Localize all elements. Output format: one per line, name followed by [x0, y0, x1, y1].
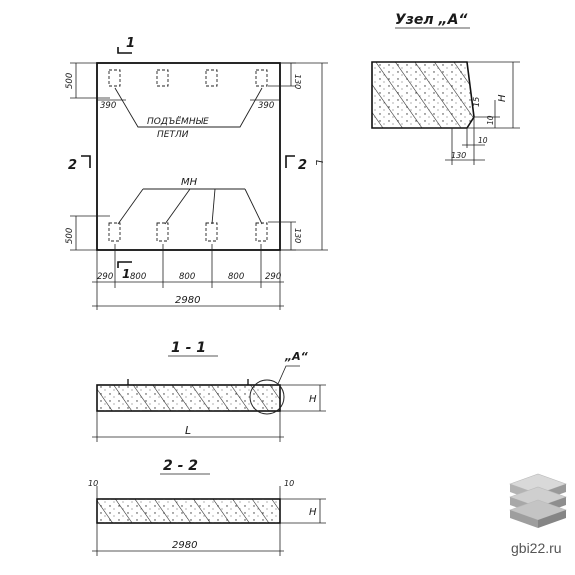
- cut-2-label-right: 2: [298, 158, 307, 173]
- watermark-site: gbi22.ru: [511, 540, 562, 556]
- node-dim-H: H: [497, 94, 508, 102]
- stacked-slabs-icon: [509, 473, 567, 528]
- dim-span-4: 800: [228, 272, 244, 282]
- bottom-embedded-parts: [108, 222, 268, 242]
- embedded-part: [205, 222, 218, 242]
- section-2-dim-10-left: 10: [88, 479, 98, 488]
- dim-loop-right: 390: [258, 101, 274, 111]
- section-1-1: 1 - 1 „А“ H L: [92, 340, 326, 442]
- watermark: gbi22.ru: [509, 473, 567, 556]
- dim-right-top: 130: [293, 74, 302, 89]
- dim-span-1: 290: [97, 272, 113, 282]
- dim-loop-left: 390: [100, 101, 116, 111]
- node-dim-10a: 10: [486, 115, 495, 125]
- bottom-dimensions: [92, 244, 284, 310]
- plan-slab-outline: [96, 62, 281, 251]
- section-2-2: 2 - 2 10 10 H 2980: [88, 458, 326, 556]
- dim-L-plan: L: [313, 160, 324, 166]
- node-a-view: Узел „А“ H 15 10 10 130: [371, 12, 520, 165]
- cut-2-label-left: 2: [68, 158, 77, 173]
- section-2-dim-H: H: [309, 507, 317, 518]
- node-a-callout-circle: [249, 379, 285, 415]
- lifting-loop: [108, 69, 121, 87]
- dim-left-top: 500: [65, 73, 75, 89]
- section-2-dim-10-right: 10: [284, 479, 294, 488]
- right-dimensions: [268, 62, 328, 251]
- node-a-ref: „А“: [284, 350, 309, 363]
- mn-label: МН: [181, 177, 198, 188]
- cut-marker-2: [81, 155, 295, 168]
- cut-marker-1: [117, 47, 132, 268]
- dim-span-2: 800: [130, 272, 146, 282]
- top-lifting-loops: [108, 69, 268, 87]
- section-1-dim-L: L: [185, 424, 191, 437]
- lifting-loop: [156, 69, 169, 87]
- section-2-title: 2 - 2: [163, 458, 198, 474]
- loops-label-line1: ПОДЪЁМНЫЕ: [147, 116, 209, 127]
- dim-span-5: 290: [265, 272, 281, 282]
- section-1-dim-H: H: [309, 394, 317, 405]
- node-dim-130: 130: [451, 151, 466, 160]
- mn-leaders: [117, 188, 263, 225]
- node-title: Узел „А“: [395, 12, 468, 28]
- dim-right-bottom: 130: [293, 228, 302, 243]
- embedded-part: [108, 222, 121, 242]
- plan-view: ПОДЪЁМНЫЕ ПЕТЛИ МН 1 1 2 2: [65, 36, 328, 310]
- dim-left-bottom: 500: [65, 228, 75, 244]
- left-dimensions: [70, 62, 110, 251]
- embedded-part: [156, 222, 169, 242]
- section-2-dim-total: 2980: [172, 540, 197, 551]
- dim-total-plan: 2980: [175, 295, 200, 306]
- cut-1-label-top: 1: [126, 36, 135, 51]
- lifting-loop: [205, 69, 218, 87]
- dim-span-3: 800: [179, 272, 195, 282]
- section-1-title: 1 - 1: [171, 340, 206, 356]
- node-dim-15: 15: [472, 97, 481, 107]
- cut-1-label-bottom: 1: [122, 267, 130, 281]
- loops-label-line2: ПЕТЛИ: [157, 130, 189, 140]
- embedded-part: [255, 222, 268, 242]
- loops-leaders: [114, 87, 263, 128]
- node-dimensions: [445, 61, 520, 165]
- node-dim-10b: 10: [478, 136, 488, 145]
- lifting-loop: [255, 69, 268, 87]
